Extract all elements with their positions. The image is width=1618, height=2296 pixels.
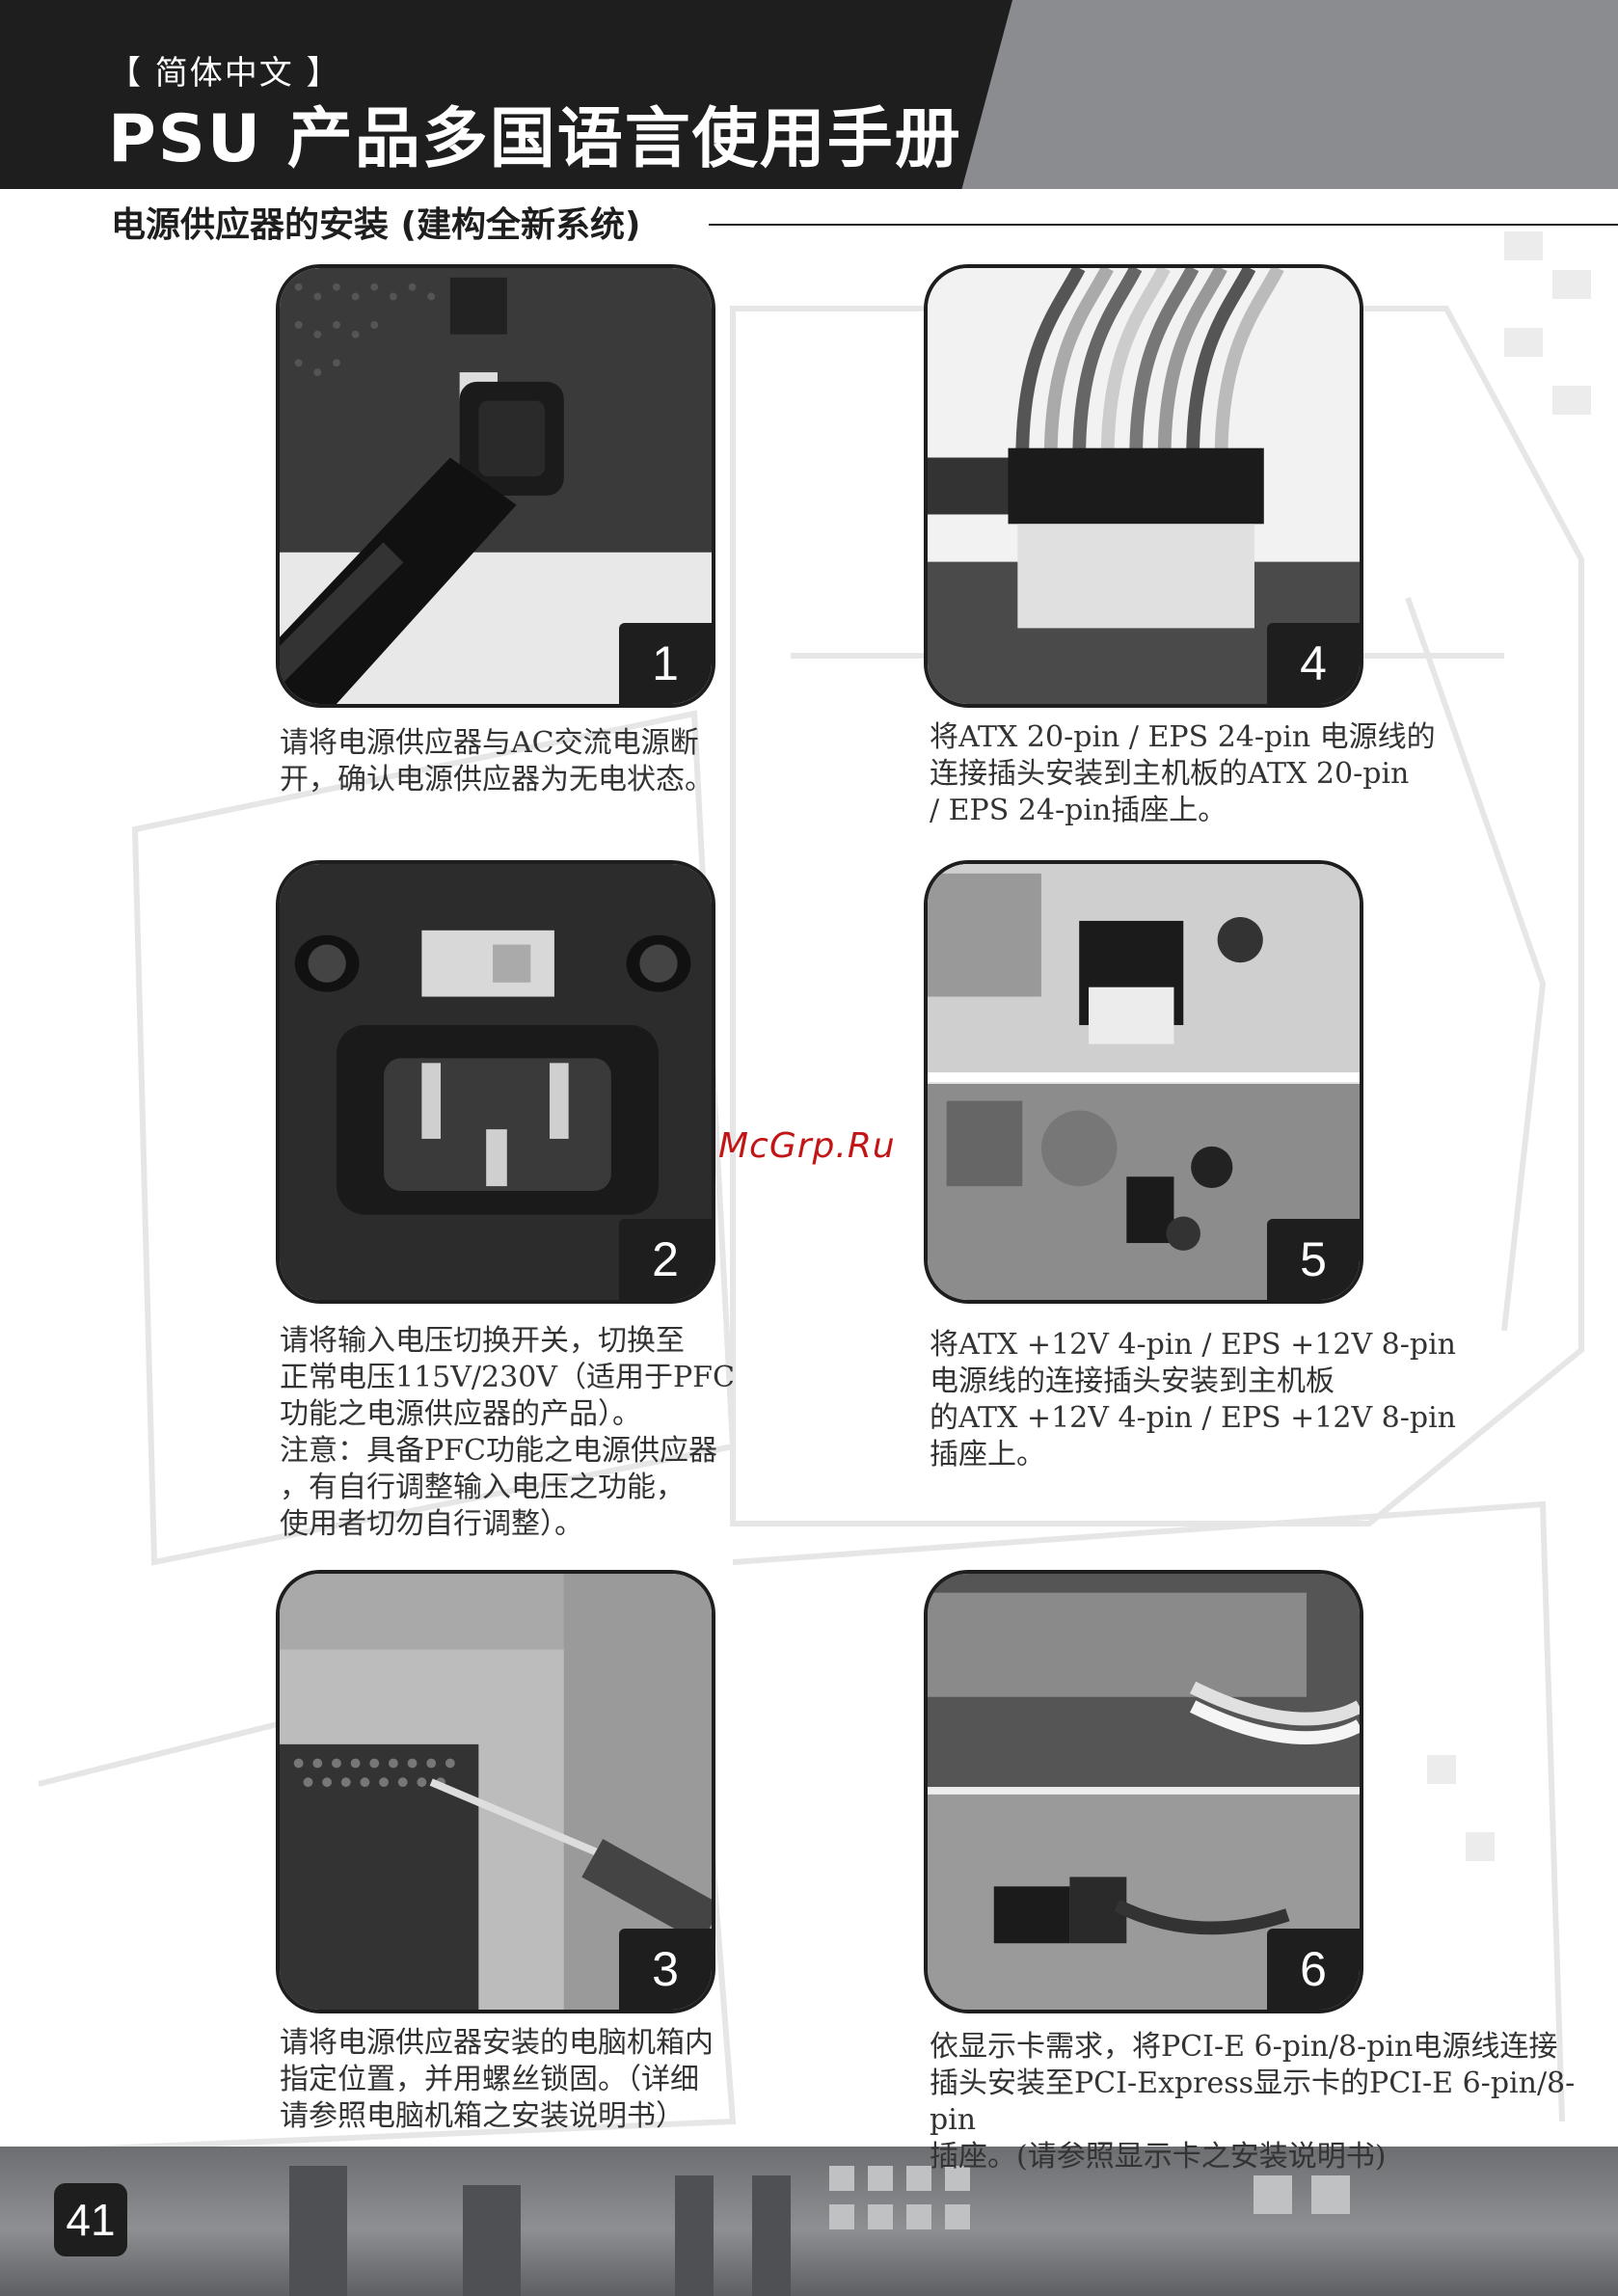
step-5-photo: 5 (924, 860, 1363, 1304)
step-1-caption: 请将电源供应器与AC交流电源断 开，确认电源供应器为无电状态。 (280, 726, 714, 797)
step-1-photo: 1 (276, 264, 715, 708)
document-title: PSU 产品多国语言使用手册 (108, 101, 962, 177)
header-banner (0, 0, 1012, 189)
step-4-photo: 4 (924, 264, 1363, 708)
section-divider (709, 224, 1618, 226)
step-5-caption: 将ATX +12V 4-pin / EPS +12V 8-pin 电源线的连接插… (930, 1328, 1456, 1472)
footer-cable-image (289, 2166, 1350, 2296)
page-number: 41 (54, 2183, 127, 2256)
step-2-photo: 2 (276, 860, 715, 1304)
step-4-caption: 将ATX 20-pin / EPS 24-pin 电源线的 连接插头安装到主机板… (930, 720, 1436, 827)
language-label: 【 简体中文 】 (108, 54, 341, 93)
watermark: McGrp.Ru (718, 1126, 896, 1166)
step-3-number: 3 (619, 1929, 712, 2010)
step-6-photo: 6 (924, 1570, 1363, 2013)
step-4-number: 4 (1267, 623, 1360, 704)
step-2-number: 2 (619, 1219, 712, 1300)
step-6-number: 6 (1267, 1929, 1360, 2010)
background-technical-drawing (38, 231, 1591, 2150)
step-3-caption: 请将电源供应器安装的电脑机箱内 指定位置，并用螺丝锁固。（详细 请参照电脑机箱之… (280, 2026, 714, 2133)
step-5-number: 5 (1267, 1219, 1360, 1300)
footer-band (0, 2147, 1618, 2296)
step-2-caption: 请将输入电压切换开关，切换至 正常电压115V/230V（适用于PFC 功能之电… (280, 1324, 735, 1541)
step-1-number: 1 (619, 623, 712, 704)
step-6-caption: 依显示卡需求，将PCI-E 6-pin/8-pin电源线连接 插头安装至PCI-… (930, 2030, 1576, 2174)
section-title: 电源供应器的安装 (建构全新系统) (111, 205, 641, 245)
step-3-photo: 3 (276, 1570, 715, 2013)
